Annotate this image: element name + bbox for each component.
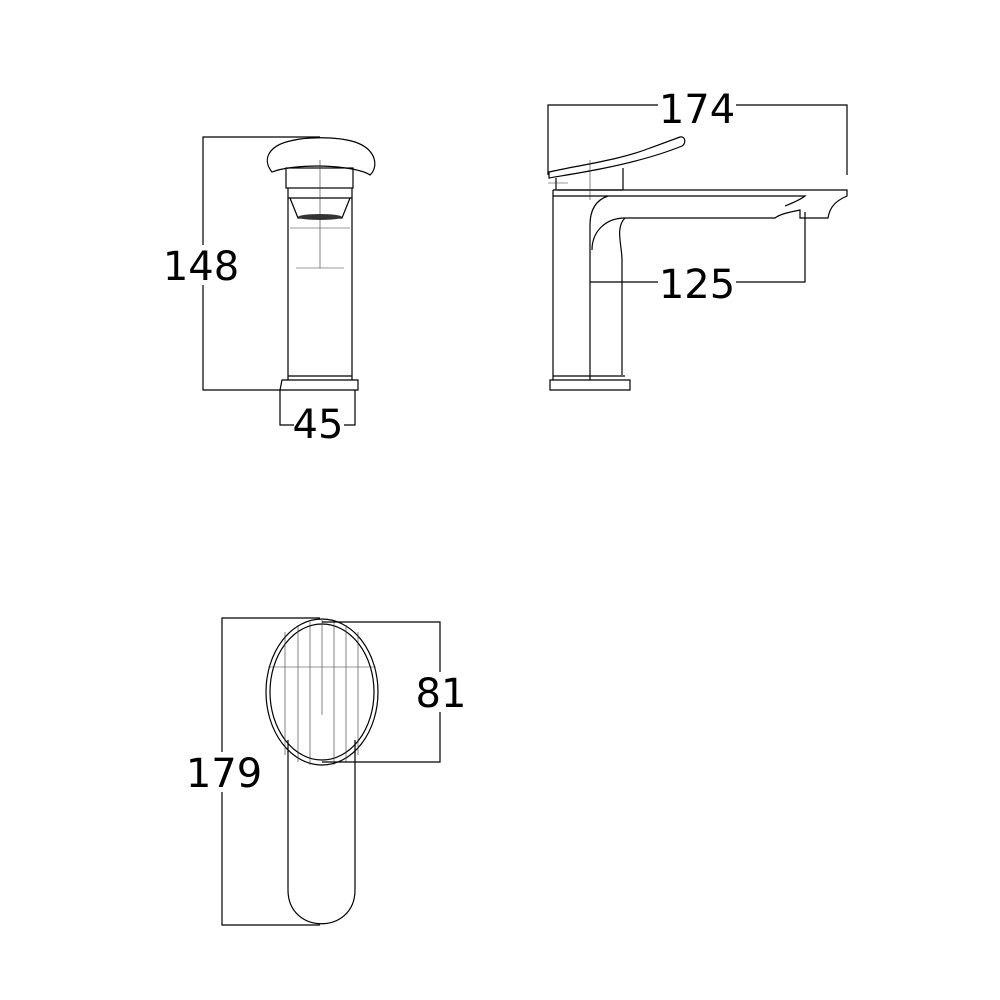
side-view: 174 125 (547, 87, 848, 391)
top-body (287, 740, 356, 925)
dimension-125: 125 (659, 262, 735, 308)
front-body (287, 198, 353, 380)
front-base (279, 375, 359, 391)
side-spout (553, 189, 848, 251)
side-handle-lever (548, 136, 686, 179)
dimension-81: 81 (416, 671, 467, 717)
front-collar (285, 167, 354, 189)
side-body (549, 190, 631, 391)
top-view: 179 81 (186, 617, 468, 926)
dimension-45: 45 (293, 402, 344, 448)
dimension-174: 174 (659, 87, 735, 133)
dimension-179: 179 (186, 751, 262, 797)
front-view: 148 45 (163, 136, 376, 448)
dimension-148: 148 (163, 244, 239, 290)
top-handle (265, 618, 379, 766)
front-handle-cap (266, 137, 376, 176)
